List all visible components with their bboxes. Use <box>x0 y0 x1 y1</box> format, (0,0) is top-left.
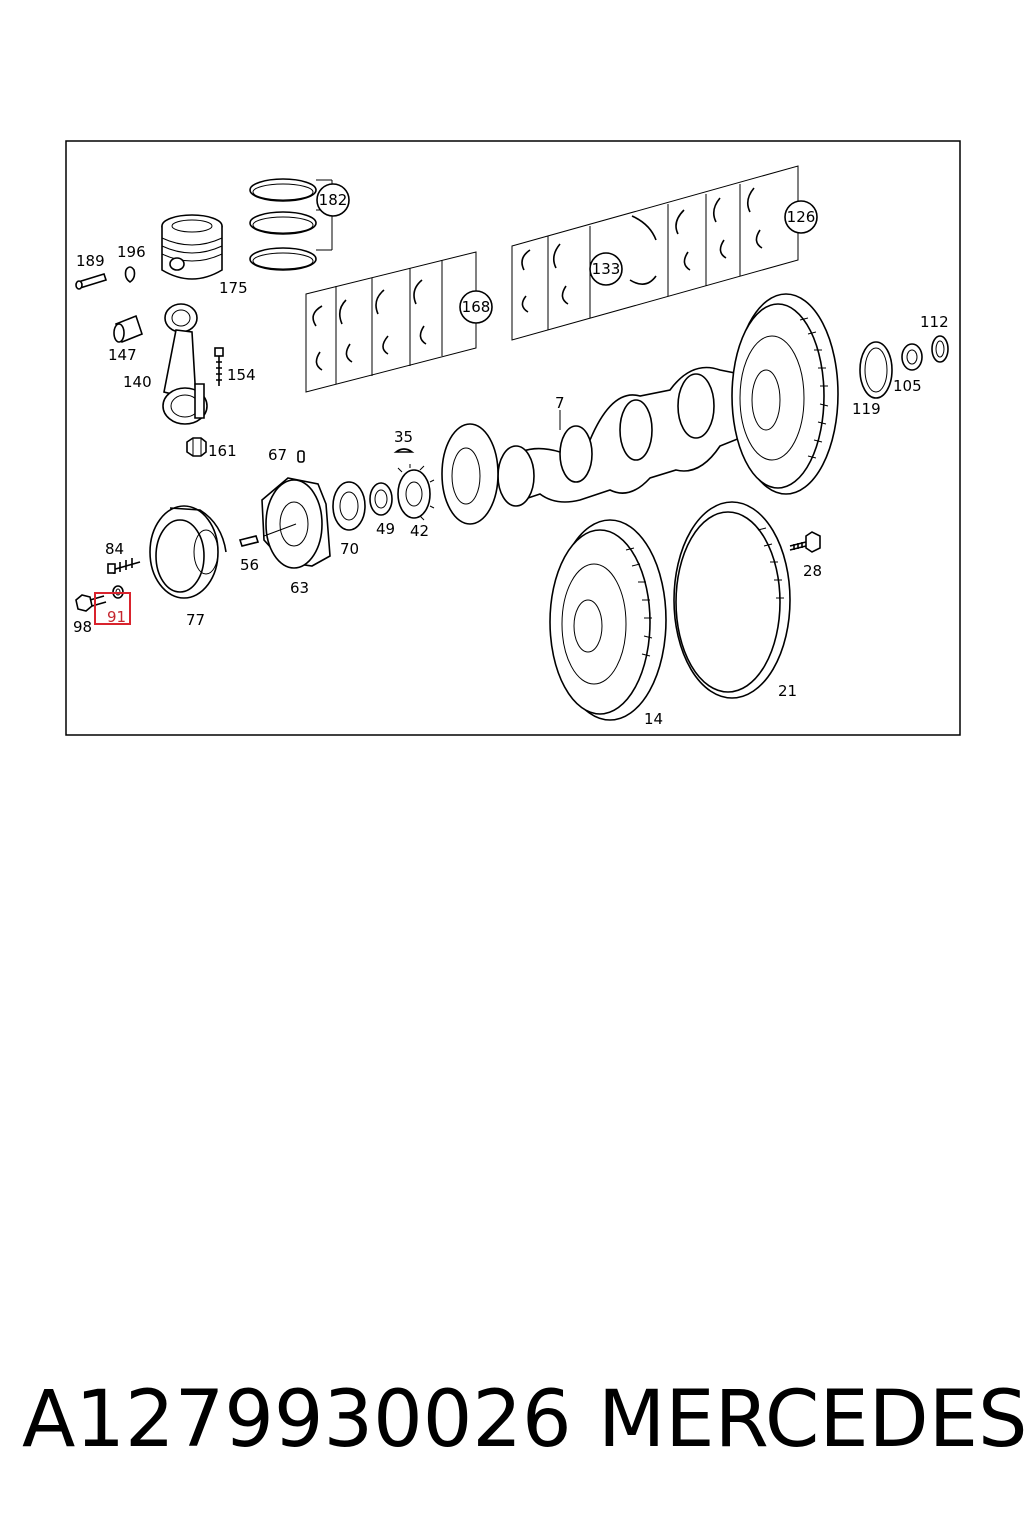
callout-67[interactable]: 67 <box>268 446 287 464</box>
callout-14[interactable]: 14 <box>644 710 663 728</box>
callout-182[interactable]: 182 <box>319 191 348 209</box>
brand-name: MERCEDES <box>598 1375 1024 1465</box>
callout-91[interactable]: 91 <box>107 608 126 626</box>
diagram-frame <box>65 140 961 736</box>
connecting-rod-bolt <box>214 347 224 386</box>
circlip <box>124 266 136 283</box>
pilot-bearing <box>901 343 923 371</box>
callout-119[interactable]: 119 <box>852 400 881 418</box>
pulley <box>149 505 227 599</box>
callout-189[interactable]: 189 <box>76 252 105 270</box>
callout-168[interactable]: 168 <box>462 298 491 316</box>
piston <box>161 214 223 280</box>
callout-112[interactable]: 112 <box>920 313 949 331</box>
bolt-84 <box>107 558 141 574</box>
callout-140[interactable]: 140 <box>123 373 152 391</box>
callout-84[interactable]: 84 <box>105 540 124 558</box>
piston-rings <box>249 178 350 271</box>
callout-35[interactable]: 35 <box>394 428 413 446</box>
ring-gear <box>673 501 791 699</box>
rear-seal <box>859 341 893 399</box>
callout-49[interactable]: 49 <box>376 520 395 538</box>
callout-56[interactable]: 56 <box>240 556 259 574</box>
connecting-rod-nut <box>186 437 207 457</box>
callout-7[interactable]: 7 <box>555 394 565 412</box>
callout-42[interactable]: 42 <box>410 522 429 540</box>
callout-196[interactable]: 196 <box>117 243 146 261</box>
callout-28[interactable]: 28 <box>803 562 822 580</box>
part-number: A1279930026 <box>22 1375 572 1465</box>
connecting-rod-bushing <box>113 314 143 344</box>
callout-133[interactable]: 133 <box>592 260 621 278</box>
crankshaft <box>497 366 767 507</box>
callout-77[interactable]: 77 <box>186 611 205 629</box>
callout-147[interactable]: 147 <box>108 346 137 364</box>
bolt-28 <box>789 531 821 553</box>
callout-161[interactable]: 161 <box>208 442 237 460</box>
crankshaft-sprocket <box>397 464 435 521</box>
flywheel-upper <box>731 293 839 495</box>
callout-21[interactable]: 21 <box>778 682 797 700</box>
callout-105[interactable]: 105 <box>893 377 922 395</box>
woodruff-key <box>393 448 415 453</box>
exploded-parts-diagram: 182 175 189 196 147 140 154 161 168 133 … <box>65 140 961 736</box>
damper-hub <box>261 477 331 569</box>
callout-63[interactable]: 63 <box>290 579 309 597</box>
callout-154[interactable]: 154 <box>227 366 256 384</box>
pin-67 <box>297 450 305 463</box>
callout-126[interactable]: 126 <box>787 208 816 226</box>
front-seal <box>332 481 366 531</box>
spacer-ring-49 <box>369 482 393 516</box>
flywheel-lower <box>549 519 667 721</box>
callout-98[interactable]: 98 <box>73 618 92 636</box>
conrod-bearing-shells <box>305 251 493 393</box>
main-bearing-shells <box>511 165 818 341</box>
callout-70[interactable]: 70 <box>340 540 359 558</box>
crankshaft-front-plate <box>441 423 499 525</box>
bolt-98 <box>75 594 107 612</box>
connecting-rod <box>162 303 208 425</box>
pin-56 <box>238 535 260 547</box>
piston-pin <box>75 273 108 290</box>
spacer-ring <box>931 335 949 363</box>
callout-175[interactable]: 175 <box>219 279 248 297</box>
highlight-box <box>94 592 131 625</box>
